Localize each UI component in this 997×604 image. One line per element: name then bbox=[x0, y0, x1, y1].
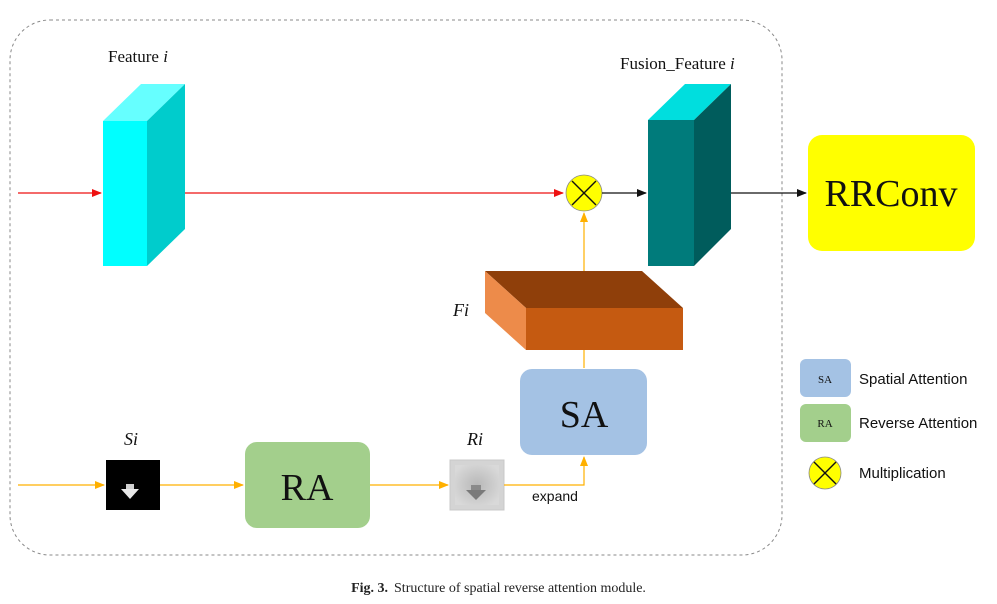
feature-block-top bbox=[103, 84, 185, 121]
feature-block-front bbox=[103, 121, 147, 266]
feature-label: Feature i bbox=[108, 47, 168, 66]
ra-block bbox=[245, 442, 370, 528]
figure-caption-label: Fig. 3. bbox=[351, 581, 389, 596]
legend-ra-abbr: RA bbox=[817, 418, 832, 430]
feature-block bbox=[103, 84, 185, 266]
ri-label: Ri bbox=[466, 429, 483, 449]
figure-caption-text: Structure of spatial reverse attention m… bbox=[394, 581, 646, 596]
legend-sa-abbr: SA bbox=[818, 374, 832, 386]
legend: SA Spatial Attention RA Reverse Attentio… bbox=[800, 359, 977, 490]
legend-mult-text: Multiplication bbox=[859, 465, 946, 482]
sa-label: SA bbox=[560, 394, 609, 436]
legend-multiplication-icon bbox=[808, 456, 842, 490]
fusion-feature-block bbox=[648, 84, 731, 266]
multiplication-node bbox=[565, 174, 603, 212]
fi-block-side bbox=[485, 271, 526, 350]
legend-sa-swatch bbox=[800, 359, 851, 397]
fi-block bbox=[485, 271, 683, 350]
fi-label: Fi bbox=[452, 300, 469, 320]
ri-image bbox=[449, 459, 505, 511]
figure-caption: Fig. 3. Structure of spatial reverse atte… bbox=[0, 581, 997, 597]
fi-block-top bbox=[485, 271, 683, 308]
si-image bbox=[106, 460, 160, 510]
fusion-block-side bbox=[694, 84, 731, 266]
feature-block-side bbox=[147, 84, 185, 266]
fusion-block-front bbox=[648, 120, 694, 266]
rrconv-label: RRConv bbox=[824, 173, 957, 215]
legend-sa-text: Spatial Attention bbox=[859, 371, 967, 388]
rrconv-block bbox=[808, 135, 975, 251]
sa-block bbox=[520, 369, 647, 455]
fusion-feature-label: Fusion_Feature i bbox=[620, 54, 735, 73]
fi-block-front bbox=[526, 308, 683, 350]
si-label: Si bbox=[124, 429, 138, 449]
ri-to-sa-arrow bbox=[504, 456, 588, 486]
legend-ra-swatch bbox=[800, 404, 851, 442]
legend-ra-text: Reverse Attention bbox=[859, 415, 977, 432]
expand-label: expand bbox=[532, 488, 578, 504]
fusion-block-top bbox=[648, 84, 731, 120]
ra-label: RA bbox=[281, 467, 334, 509]
